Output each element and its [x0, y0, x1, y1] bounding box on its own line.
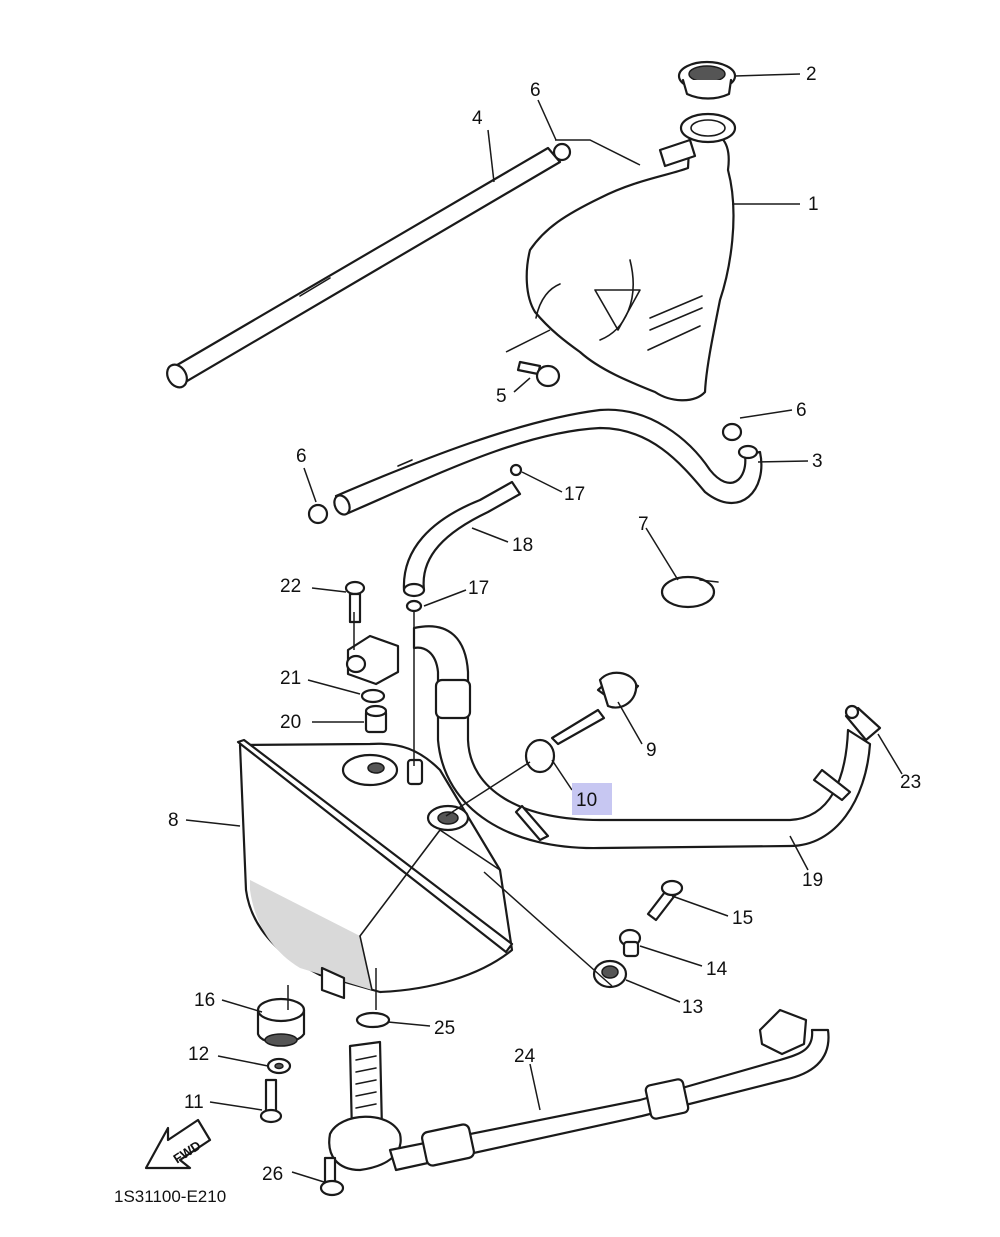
- callout-21: 21: [280, 668, 301, 689]
- part-22-bolt: [344, 580, 366, 624]
- part-7-hose-clamp: [660, 575, 719, 609]
- callout-1: 1: [808, 194, 819, 215]
- part-21-o-ring: [360, 688, 386, 704]
- callout-12: 12: [188, 1044, 209, 1065]
- callout-26: 26: [262, 1164, 283, 1185]
- callout-6-right: 6: [796, 400, 807, 421]
- assembly-lines: [287, 139, 641, 1010]
- part-18-breather-hose: [402, 480, 522, 598]
- callout-5: 5: [496, 386, 507, 407]
- callout-24: 24: [514, 1046, 536, 1067]
- callout-17-upper: 17: [564, 484, 585, 505]
- part-13-grommet: [592, 959, 628, 989]
- callout-17-lower: 17: [468, 578, 489, 599]
- callout-20: 20: [280, 712, 301, 733]
- part-17-clip-lower: [405, 599, 423, 613]
- callout-7: 7: [638, 514, 649, 535]
- callout-25: 25: [434, 1018, 455, 1039]
- part-6-clamp-top: [552, 142, 572, 162]
- part-10-o-ring: [524, 738, 556, 774]
- callout-16: 16: [194, 990, 215, 1011]
- part-25-o-ring: [355, 1011, 391, 1029]
- part-6-clamp-left: [307, 503, 329, 525]
- callout-14: 14: [706, 959, 728, 980]
- callout-6-left: 6: [296, 446, 307, 467]
- fwd-arrow-icon: FWD: [144, 1118, 212, 1170]
- diagram-code: 1S31100-E210: [114, 1187, 226, 1206]
- callout-19: 19: [802, 870, 823, 891]
- part-15-bolt: [646, 879, 684, 922]
- callout-labels: 2 1 4 6 5 6 3 6 17 18 7 22 17 21 20 9 10…: [168, 64, 921, 1185]
- part-23-fitting: [844, 704, 882, 742]
- callout-2: 2: [806, 64, 817, 85]
- part-19-filler-hose: [412, 625, 872, 850]
- part-24-oil-pipe: [328, 1008, 830, 1172]
- part-6-clamp-right: [721, 422, 743, 442]
- callout-4: 4: [472, 108, 483, 129]
- part-16-strainer: [256, 997, 306, 1047]
- callout-22: 22: [280, 576, 301, 597]
- part-3-overflow-hose: [333, 408, 763, 516]
- callout-11: 11: [184, 1092, 204, 1113]
- callout-leaders: [185, 73, 903, 1183]
- callout-9: 9: [646, 740, 657, 761]
- part-14-plug: [618, 928, 642, 958]
- part-17-clip-upper: [509, 463, 523, 477]
- part-11-bolt: [259, 1078, 283, 1124]
- part-20-collar: [364, 704, 388, 734]
- callout-15: 15: [732, 908, 753, 929]
- callout-13: 13: [682, 997, 703, 1018]
- highlight-box: [572, 783, 612, 815]
- part-4-breather-hose: [166, 146, 562, 389]
- part-1-reservoir-tank: [525, 112, 737, 402]
- callout-8: 8: [168, 810, 179, 831]
- callout-18: 18: [512, 535, 533, 556]
- callout-6-top: 6: [530, 80, 541, 101]
- part-2-reservoir-cap: [677, 60, 737, 100]
- hose-bracket: [345, 634, 400, 686]
- callout-3: 3: [812, 451, 823, 472]
- callout-23: 23: [900, 772, 921, 793]
- callout-10: 10: [576, 790, 597, 811]
- part-9-filler-cap: [550, 671, 640, 746]
- part-5-bolt: [516, 360, 561, 388]
- part-26-bolt: [319, 1156, 345, 1197]
- part-12-washer: [266, 1057, 292, 1075]
